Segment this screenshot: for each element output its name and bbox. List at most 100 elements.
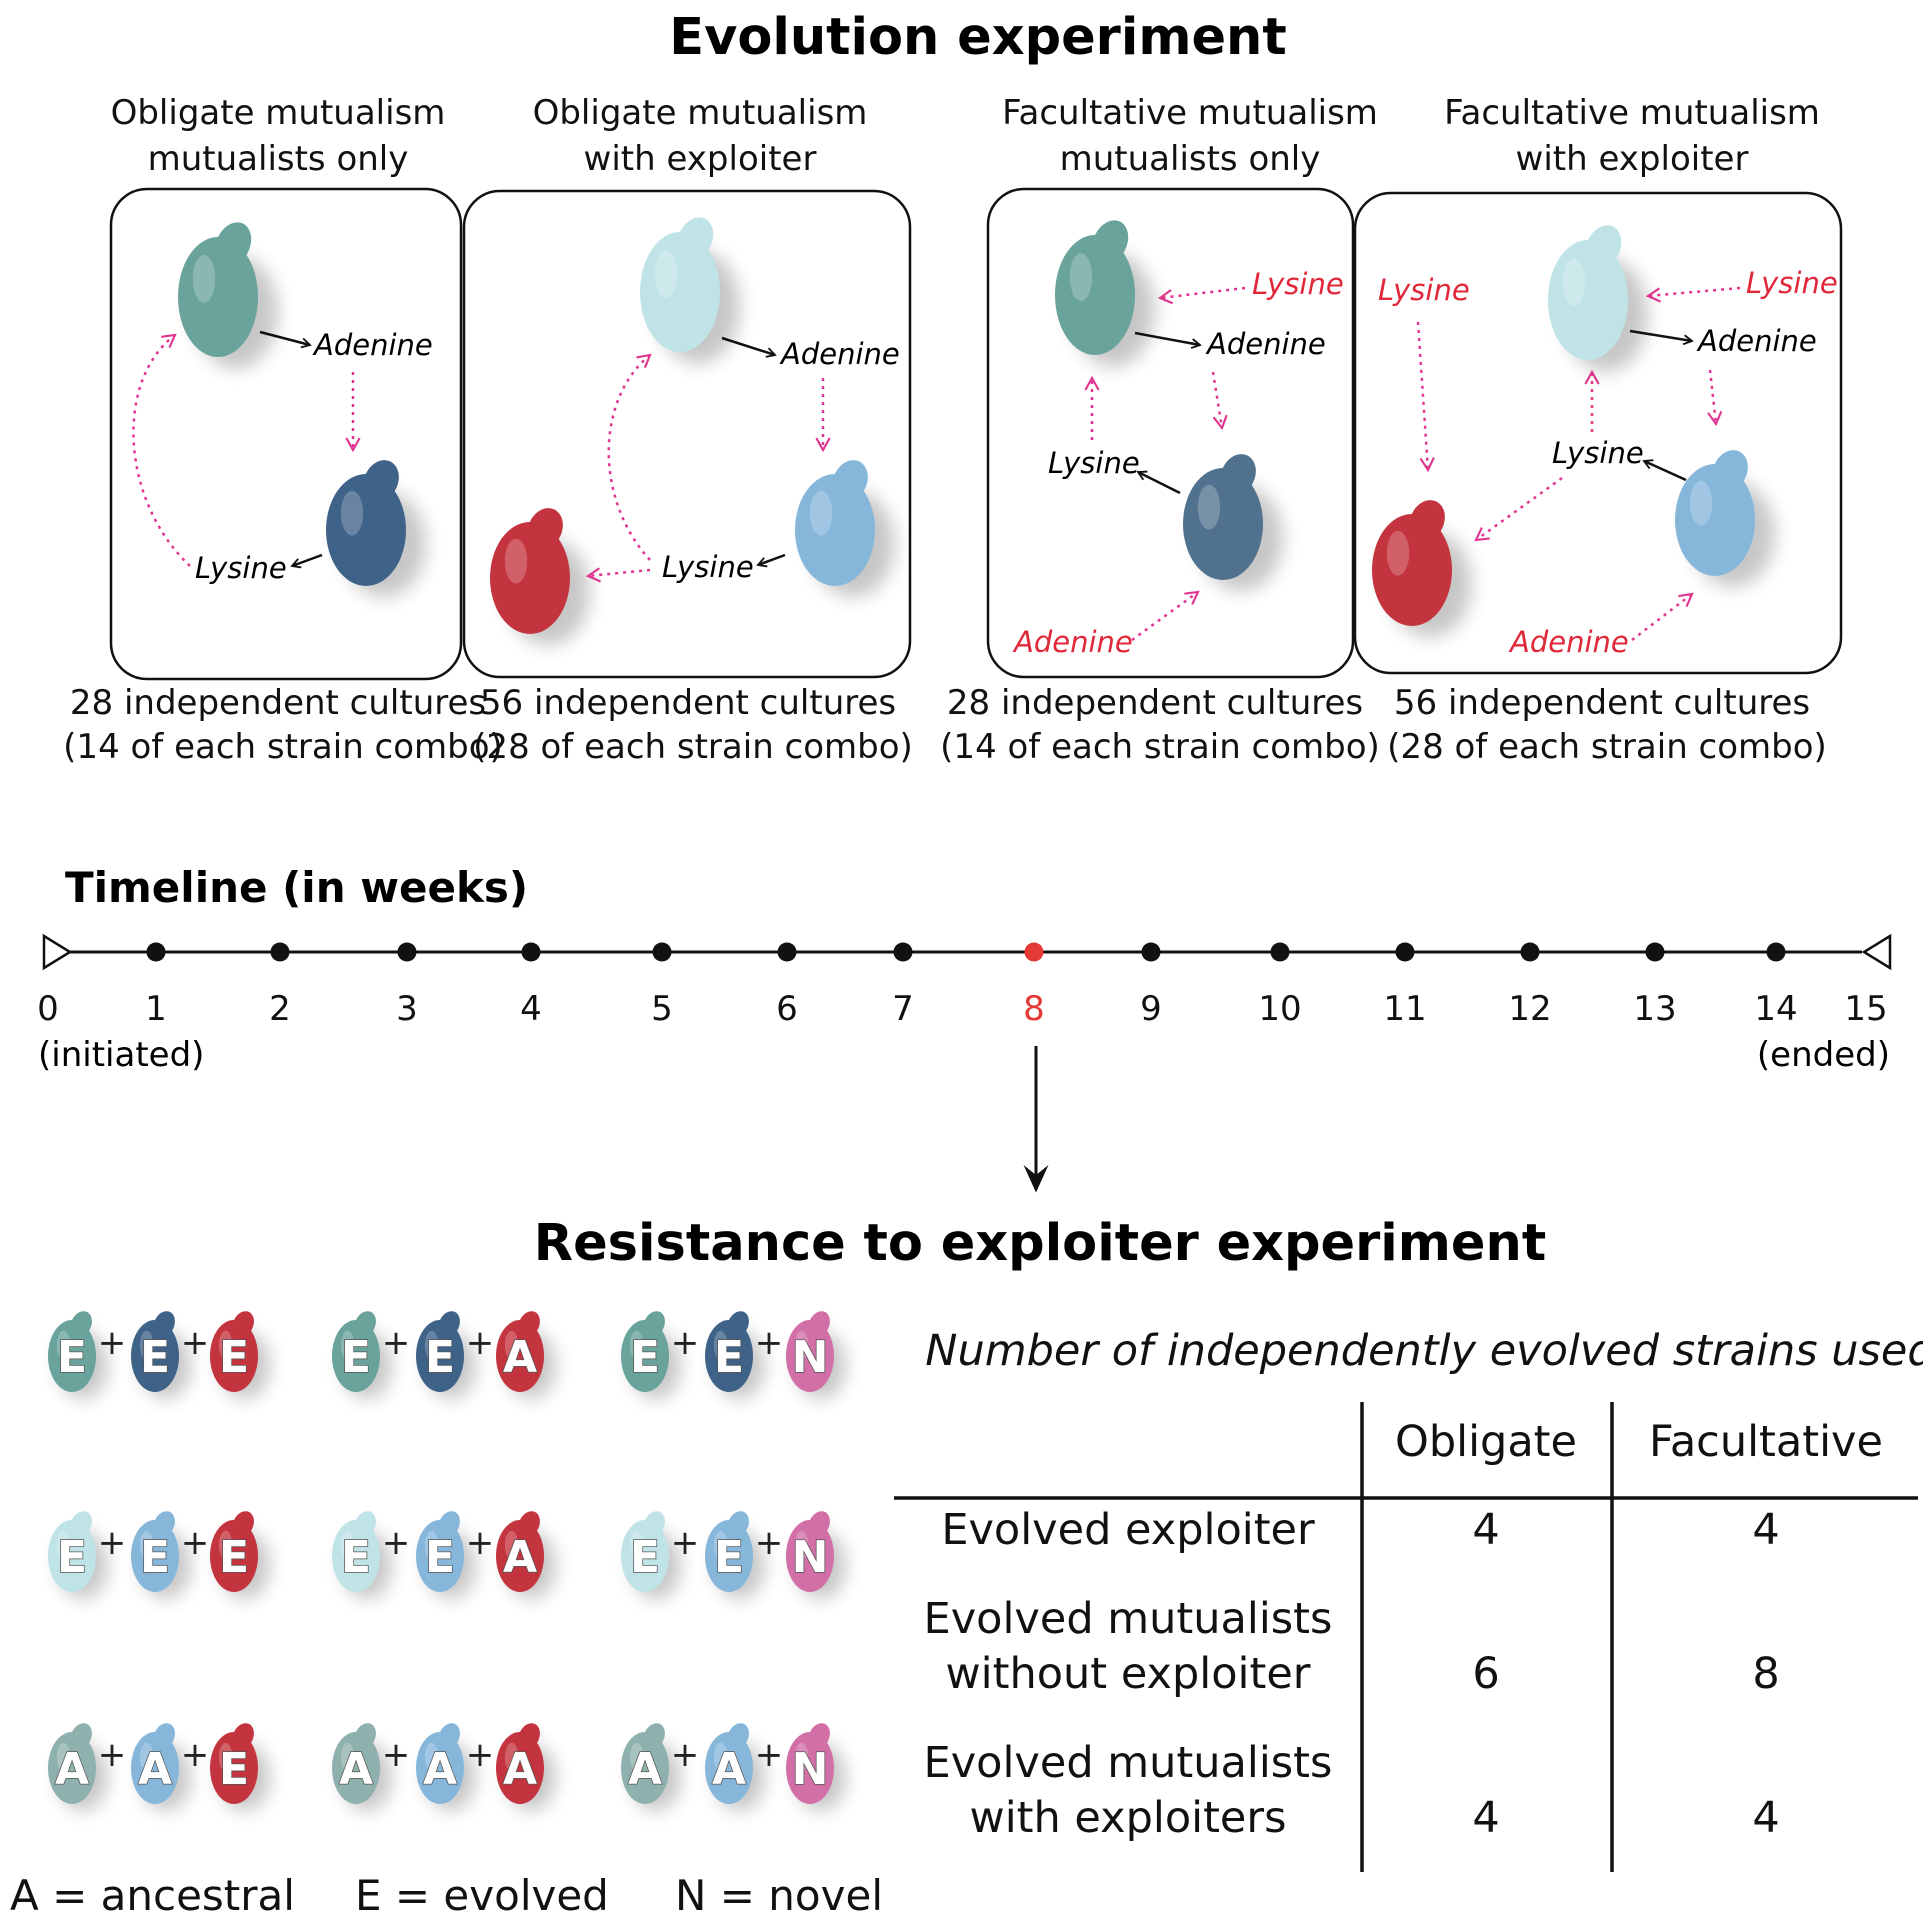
legend-novel: N = novel	[675, 1871, 883, 1916]
adenine-mutualist-cell	[1183, 454, 1283, 592]
combo-strain-E: E	[621, 1311, 681, 1400]
timeline-tick-13: 13	[1633, 989, 1676, 1029]
timeline-tick-9: 9	[1140, 989, 1162, 1029]
adenine-uptake-arrow	[1707, 369, 1723, 427]
cell-highlight	[1197, 484, 1221, 530]
timeline-tick-14: 14	[1754, 989, 1797, 1029]
panel-1-caption-line-1: 28 independent cultures	[70, 683, 486, 723]
cell-body	[621, 1520, 669, 1592]
combo-strain-E: E	[416, 1511, 476, 1600]
cell-body	[131, 1320, 179, 1392]
strain-letter: E	[57, 1532, 87, 1583]
cell-body	[131, 1520, 179, 1592]
combo-strain-E: E	[210, 1723, 270, 1812]
strain-letter: A	[503, 1744, 537, 1795]
strain-letter: E	[219, 1332, 249, 1383]
cell-body	[332, 1520, 380, 1592]
strain-letter: N	[792, 1744, 829, 1795]
combo-2-1: E+E+E	[48, 1511, 270, 1600]
combo-strain-E: E	[416, 1311, 476, 1400]
cell-highlight	[794, 1742, 809, 1772]
adenine-mutualist-cell	[1675, 450, 1775, 588]
cell-body	[705, 1320, 753, 1392]
cell-highlight	[139, 1530, 154, 1560]
cell-highlight	[629, 1330, 644, 1360]
combo-strain-E: E	[210, 1311, 270, 1400]
resistance-title: Resistance to exploiter experiment	[534, 1214, 1546, 1273]
timeline-dot-week-10	[1270, 942, 1290, 962]
timeline-tick-11: 11	[1383, 989, 1426, 1029]
cell-highlight	[654, 250, 678, 298]
lysine-mutualist-cell	[1548, 225, 1648, 372]
strain-count-table: Number of independently evolved strains …	[894, 1326, 1923, 1872]
lysine-supplement-arrow	[1157, 286, 1246, 305]
panel-2-title-line-2: with exploiter	[584, 139, 817, 179]
strain-letter: E	[630, 1332, 660, 1383]
cell-body	[496, 1320, 544, 1392]
timeline-dots	[146, 942, 1786, 962]
strain-letter: E	[219, 1532, 249, 1583]
cell-highlight	[218, 1530, 233, 1560]
strain-letter: E	[425, 1332, 455, 1383]
plus-sign: +	[382, 1323, 411, 1363]
adenine-supplement-arrow	[1131, 590, 1200, 642]
strain-letter: E	[57, 1332, 87, 1383]
lysine-export-arrow	[758, 553, 786, 565]
plus-sign: +	[671, 1523, 700, 1563]
timeline-dot-week-1	[146, 942, 166, 962]
combo-1-1: E+E+E	[48, 1311, 270, 1400]
cell-body	[490, 522, 570, 634]
exploiter-cell	[490, 508, 590, 646]
timeline-dot-week-7	[893, 942, 913, 962]
timeline-end-marker	[1861, 933, 1892, 971]
lysine-supplement-label-exploiter: Lysine	[1378, 273, 1470, 307]
combo-strain-A: A	[48, 1723, 108, 1812]
lysine-mutualist-cell	[640, 217, 740, 364]
adenine-export-arrow	[259, 330, 310, 345]
table-caption: Number of independently evolved strains …	[925, 1326, 1923, 1376]
cell-body	[1055, 235, 1135, 355]
panel-4-caption-line-2: (28 of each strain combo)	[1387, 727, 1827, 767]
plus-sign: +	[466, 1523, 495, 1563]
panel-3-caption-line-2: (14 of each strain combo)	[940, 727, 1380, 767]
legend-evolved: E = evolved	[355, 1871, 609, 1916]
cell-body	[705, 1520, 753, 1592]
cell-body	[48, 1320, 96, 1392]
adenine-mutualist-cell	[795, 460, 895, 598]
cell-body	[496, 1732, 544, 1804]
combo-strain-A: A	[496, 1511, 556, 1600]
strain-letter: A	[55, 1744, 89, 1795]
cell-body	[210, 1732, 258, 1804]
timeline-dot-week-5	[652, 942, 672, 962]
evolution-title: Evolution experiment	[669, 8, 1287, 67]
row-3-label-line-2: with exploiters	[970, 1793, 1287, 1843]
timeline-dot-week-8	[1024, 942, 1044, 962]
cell-body	[786, 1732, 834, 1804]
adenine-export-arrow	[1629, 329, 1692, 341]
cell-body	[1183, 468, 1263, 580]
lysine-label: Lysine	[1552, 436, 1644, 470]
cell-highlight	[218, 1742, 233, 1772]
timeline-dot-week-2	[270, 942, 290, 962]
panel-1-title-line-1: Obligate mutualism	[111, 93, 446, 133]
adenine-mutualist-cell	[326, 460, 426, 598]
exploiter-cell	[1372, 500, 1472, 638]
combo-strain-E: E	[48, 1511, 108, 1600]
timeline-end-note: (ended)	[1757, 1035, 1890, 1075]
cell-highlight	[794, 1330, 809, 1360]
row-1-obligate: 4	[1472, 1505, 1499, 1555]
timeline-dot-week-9	[1141, 942, 1161, 962]
cell-highlight	[1562, 258, 1586, 306]
panel-4-box	[1353, 191, 1843, 675]
adenine-export-arrow	[721, 336, 775, 355]
combo-strain-A: A	[131, 1723, 191, 1812]
timeline-title: Timeline (in weeks)	[65, 863, 528, 912]
panel-titles: Obligate mutualism mutualists only Oblig…	[111, 93, 1820, 179]
cell-highlight	[713, 1330, 728, 1360]
combo-2-3: E+E+N	[621, 1511, 846, 1600]
cell-highlight	[1069, 253, 1093, 301]
plus-sign: +	[98, 1323, 127, 1363]
strain-letter: N	[792, 1532, 829, 1583]
row-3-obligate: 4	[1472, 1793, 1499, 1843]
